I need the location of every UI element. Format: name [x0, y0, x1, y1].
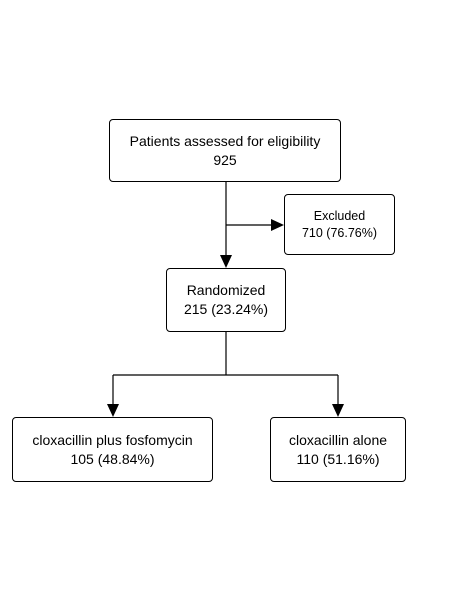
arm-combination-box: cloxacillin plus fosfomycin 105 (48.84%): [12, 417, 213, 482]
excluded-box: Excluded 710 (76.76%): [284, 194, 395, 255]
arrowhead-excluded: [271, 219, 284, 231]
arrowhead-randomized: [220, 255, 232, 268]
arm-combination-label: cloxacillin plus fosfomycin: [32, 431, 193, 448]
randomized-count: 215 (23.24%): [183, 301, 269, 317]
arm-monotherapy-box: cloxacillin alone 110 (51.16%): [270, 417, 406, 482]
assessed-label: Patients assessed for eligibility: [129, 132, 321, 149]
excluded-label: Excluded: [313, 208, 366, 223]
assessed-count: 925: [213, 151, 237, 168]
excluded-count: 710 (76.76%): [301, 225, 378, 240]
arrowhead-arm2: [332, 404, 344, 417]
arm-monotherapy-label: cloxacillin alone: [288, 431, 388, 448]
arrowhead-arm1: [107, 404, 119, 417]
arm-monotherapy-count: 110 (51.16%): [296, 450, 380, 467]
arm-combination-count: 105 (48.84%): [70, 450, 155, 467]
randomized-label: Randomized: [186, 282, 266, 299]
randomized-box: Randomized 215 (23.24%): [166, 268, 286, 332]
assessed-box: Patients assessed for eligibility 925: [109, 119, 341, 182]
